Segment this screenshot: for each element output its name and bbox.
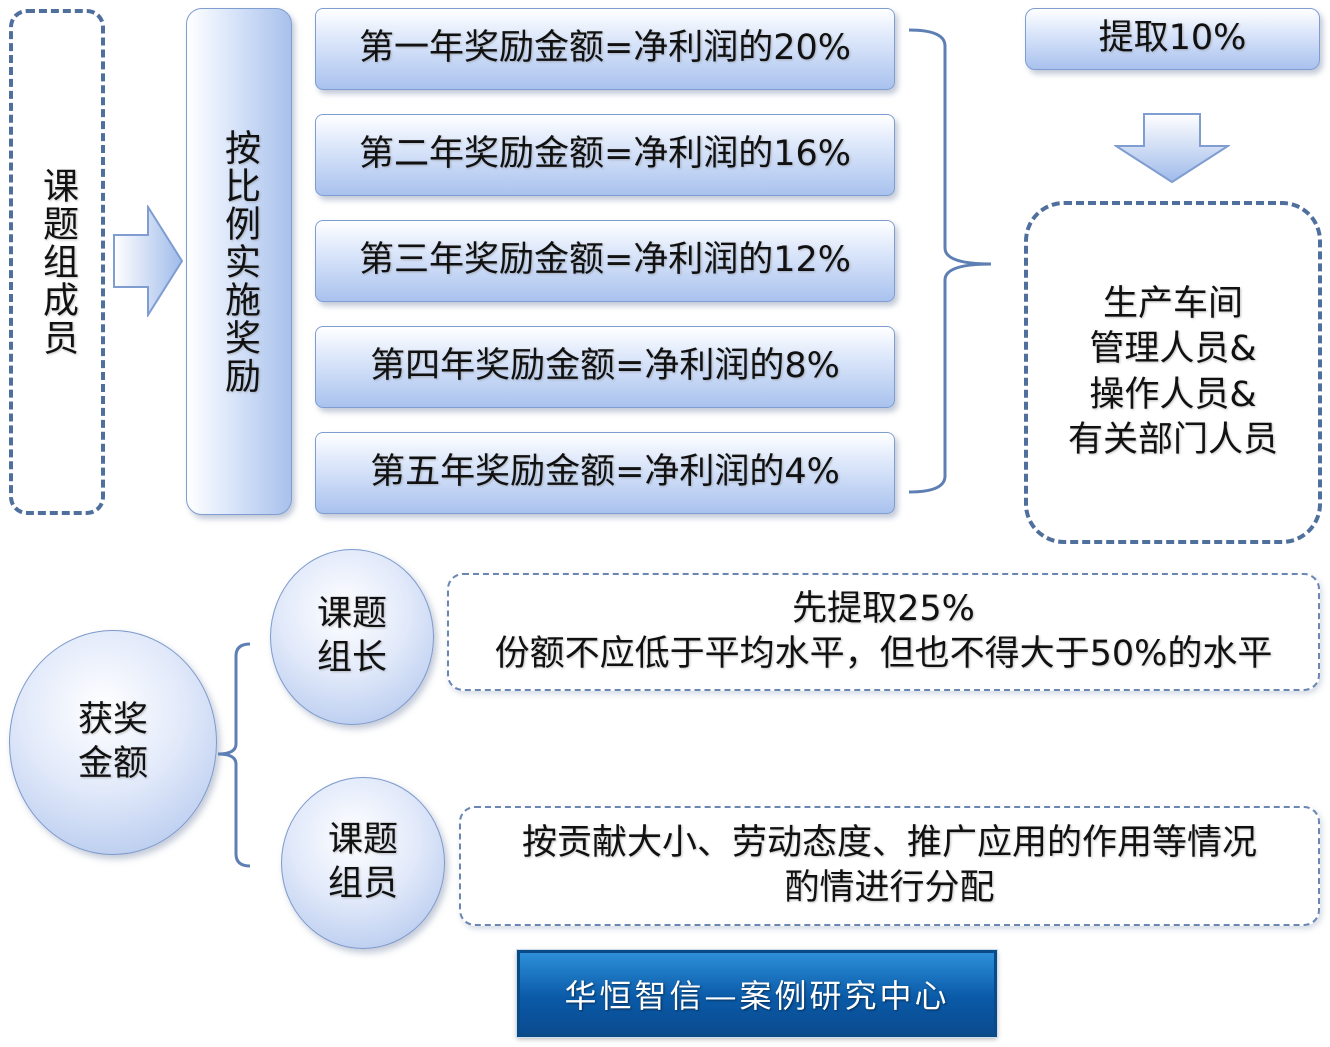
team-members-label: 课题组成员 [37,167,78,357]
year-2-label: 第二年奖励金额=净利润的16% [358,134,852,175]
team-member-line-1: 课题 [327,820,398,861]
footer-brand-text: 华恒智信—案例研究中心 [564,976,950,1015]
footer-brand-label: 华恒智信—案例研究中心 [516,949,998,1038]
team-member-circle: 课题 组员 [281,777,445,949]
member-rule-box: 按贡献大小、劳动态度、推广应用的作用等情况 酌情进行分配 [459,806,1320,926]
award-amount-line-2: 金额 [77,743,148,784]
team-leader-line-1: 课题 [316,594,387,635]
implement-rewards-label: 按比例实施奖励 [219,128,260,395]
implement-rewards-box: 按比例实施奖励 [186,8,292,515]
leader-rule-box: 先提取25% 份额不应低于平均水平，但也不得大于50%的水平 [447,573,1320,691]
recipients-line-1: 生产车间 [1102,283,1243,324]
leader-rule-line-1: 先提取25% [792,589,975,630]
year-3-label: 第三年奖励金额=净利润的12% [358,240,852,281]
team-leader-line-2: 组长 [316,638,387,678]
award-amount-line-1: 获奖 [77,699,148,740]
team-member-line-2: 组员 [327,864,398,904]
leader-rule-line-2: 份额不应低于平均水平，但也不得大于50%的水平 [494,634,1273,674]
right-brace-icon [908,28,992,494]
year-5-box: 第五年奖励金额=净利润的4% [315,432,895,514]
recipients-line-3: 操作人员& [1089,374,1257,415]
arrow-down-icon [1114,113,1230,184]
year-3-box: 第三年奖励金额=净利润的12% [315,220,895,302]
year-4-label: 第四年奖励金额=净利润的8% [370,346,840,387]
left-brace-icon [217,642,251,868]
award-amount-circle: 获奖 金额 [9,630,217,855]
team-leader-circle: 课题 组长 [270,549,434,725]
arrow-right-icon [113,205,184,317]
team-members-box: 课题组成员 [9,9,105,515]
year-1-label: 第一年奖励金额=净利润的20% [358,28,852,69]
extract-label: 提取10% [1098,18,1247,59]
recipients-line-4: 有关部门人员 [1067,420,1278,460]
member-rule-line-2: 酌情进行分配 [784,868,995,908]
extract-box: 提取10% [1025,8,1320,70]
year-5-label: 第五年奖励金额=净利润的4% [370,452,840,493]
member-rule-line-1: 按贡献大小、劳动态度、推广应用的作用等情况 [521,823,1257,864]
recipients-line-2: 管理人员& [1089,329,1257,369]
recipients-box: 生产车间 管理人员& 操作人员& 有关部门人员 [1024,201,1322,544]
year-1-box: 第一年奖励金额=净利润的20% [315,8,895,90]
year-2-box: 第二年奖励金额=净利润的16% [315,114,895,196]
year-4-box: 第四年奖励金额=净利润的8% [315,326,895,408]
